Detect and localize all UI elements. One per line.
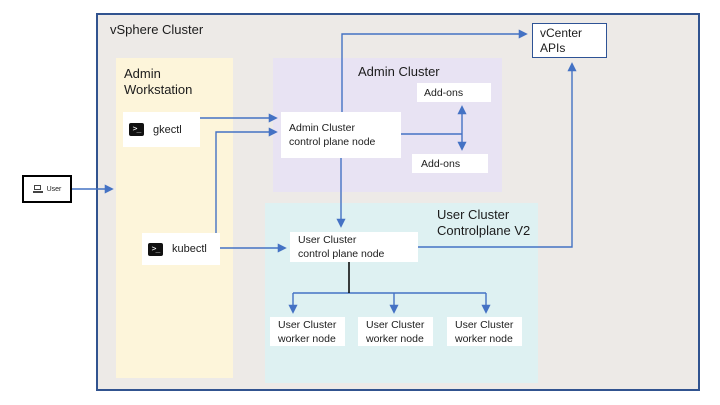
addons-node-top: Add-ons: [417, 83, 491, 102]
kubectl-node: >_ kubectl: [142, 233, 220, 265]
user-cp-label-line1: User Cluster: [298, 234, 357, 246]
gkectl-label: gkectl: [153, 123, 182, 136]
addons-top-label: Add-ons: [424, 86, 464, 99]
admin-workstation-container: [116, 58, 233, 378]
worker2-label-line2: worker node: [366, 332, 424, 345]
vcenter-label-line2: APIs: [540, 41, 566, 55]
terminal-icon: >_: [148, 242, 163, 256]
worker2-label-line1: User Cluster: [366, 318, 425, 331]
addons-bottom-label: Add-ons: [421, 157, 461, 170]
user-cluster-title: User Cluster Controlplane V2: [437, 207, 531, 238]
addons-node-bottom: Add-ons: [412, 154, 488, 173]
admin-cp-label-line1: Admin Cluster: [289, 122, 355, 134]
worker1-label-line1: User Cluster: [278, 318, 337, 331]
user-worker-node-3: User Cluster worker node: [447, 317, 522, 346]
vcenter-apis-node: vCenter APIs: [532, 23, 607, 58]
user-worker-node-1: User Cluster worker node: [270, 317, 345, 346]
vsphere-cluster-title: vSphere Cluster: [110, 22, 204, 37]
worker3-label-line1: User Cluster: [455, 318, 514, 331]
admin-control-plane-node: Admin Cluster control plane node: [281, 112, 401, 158]
user-worker-node-2: User Cluster worker node: [358, 317, 433, 346]
user-node: User: [22, 175, 72, 203]
laptop-icon: [32, 185, 43, 193]
worker1-label-line2: worker node: [278, 332, 336, 345]
user-cp-label-line2: control plane node: [298, 248, 385, 260]
worker3-label-line2: worker node: [455, 332, 513, 345]
admin-cluster-title: Admin Cluster: [358, 64, 440, 79]
gkectl-node: >_ gkectl: [123, 112, 200, 147]
user-label: User: [46, 185, 62, 193]
kubectl-label: kubectl: [172, 243, 207, 255]
admin-workstation-title: Admin Workstation: [124, 66, 193, 97]
vcenter-label-line1: vCenter: [540, 26, 583, 40]
user-control-plane-node: User Cluster control plane node: [290, 232, 418, 262]
admin-cp-label-line2: control plane node: [289, 136, 376, 148]
terminal-icon: >_: [129, 123, 144, 136]
